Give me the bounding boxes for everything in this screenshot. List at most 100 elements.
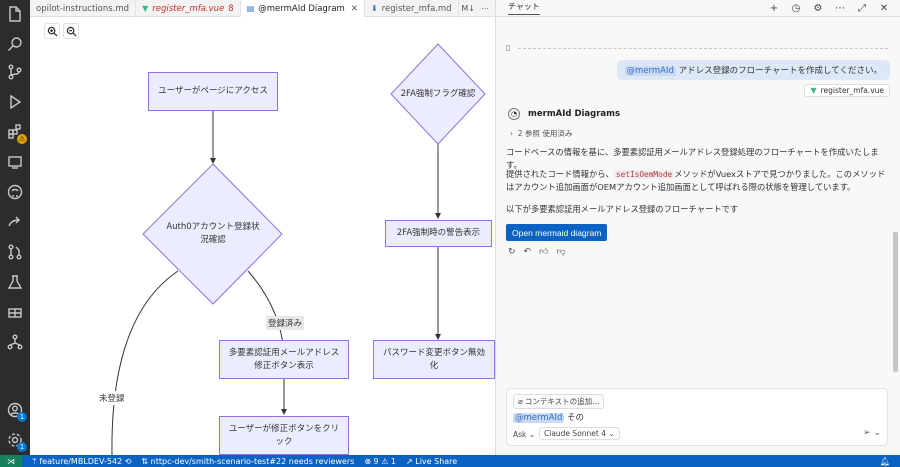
thumbs-down-icon[interactable]: 👎︎ (556, 247, 566, 257)
open-mermaid-button[interactable]: Open mermaid diagram (506, 224, 608, 241)
docker-icon[interactable] (5, 302, 25, 322)
model-picker[interactable]: Claude Sonnet 4 ⌄ (539, 427, 620, 440)
response-paragraph-1: コードベースの情報を基に、多要素認証用メールアドレス登録処理のフローチャートを作… (506, 147, 879, 171)
accounts-badge: 1 (17, 412, 27, 422)
pull-request-status[interactable]: ⇅ nttpc-dev/smith-scenario-test#22 needs… (141, 457, 354, 466)
edge-unregistered (111, 270, 179, 455)
branch-name: feature/MBLDEV-542 (39, 456, 123, 466)
chat-toolbar: + ◷ ⚙ ⋯ ⤢ ✕ (768, 3, 900, 14)
tab-register-mfa-vue[interactable]: ▼ register_mfa.vue 8 (136, 0, 241, 17)
retry-icon[interactable]: ↻ (508, 247, 516, 257)
panel-sash[interactable] (495, 0, 496, 455)
diagram-canvas (111, 43, 486, 455)
feedback-actions: ↻ ↶ 👍︎ 👎︎ (508, 247, 566, 257)
node-user-click: ユーザーが修正ボタンをクリック (219, 416, 349, 455)
maximize-icon[interactable]: ⤢ (858, 2, 866, 14)
settings-gear-icon[interactable]: 1 (5, 430, 27, 452)
live-share-icon[interactable] (5, 212, 25, 232)
tab-label: register_mfa.vue (152, 3, 225, 14)
chat-input-box[interactable]: ⌀ コンテキストの追加... @mermAId その Ask ⌄ Claude … (506, 388, 888, 446)
chat-title: チャット (508, 1, 540, 15)
search-icon[interactable] (5, 34, 25, 54)
paperclip-icon: ⌀ (518, 397, 525, 406)
send-icon[interactable]: ➢ ⌄ (863, 428, 881, 438)
attached-file-name: register_mfa.vue (820, 86, 884, 95)
user-message-text: アドレス登録のフローチャートを作成してください。 (675, 66, 882, 76)
user-message: @mermAId アドレス登録のフローチャートを作成してください。 (616, 60, 890, 80)
new-chat-icon[interactable]: + (769, 2, 779, 14)
status-bar: ⋊ ᛘ feature/MBLDEV-542 ⟲ ⇅ nttpc-dev/smi… (0, 455, 900, 467)
explorer-icon[interactable] (5, 4, 25, 24)
source-control-icon[interactable] (5, 62, 25, 82)
settings-icon[interactable]: ⚙ (813, 2, 823, 14)
extensions-icon[interactable]: ⚠ (5, 122, 27, 144)
response-paragraph-3: 以下が多要素認証用メールアドレス登録のフローチャートです (506, 204, 739, 214)
tab-label: opilot-instructions.md (36, 3, 130, 14)
testing-icon[interactable] (5, 272, 25, 292)
mode-picker[interactable]: Ask ⌄ (513, 430, 536, 439)
undo-icon[interactable]: ↶ (523, 247, 532, 257)
para2-text-b: メソッドがVuexストアで見つかりました。このメソッドはアカウント追加画面がOE… (506, 169, 886, 193)
notifications-bell-icon[interactable]: 🔔︎ (879, 456, 890, 466)
chat-panel: チャット + ◷ ⚙ ⋯ ⤢ ✕ ▯ @mermAId アドレス登録のフローチャ… (496, 0, 900, 455)
remote-explorer-icon[interactable] (5, 152, 25, 172)
close-tab-icon[interactable]: ✕ (350, 3, 358, 14)
thumbs-up-icon[interactable]: 👍︎ (539, 247, 549, 257)
markdown-preview-icon[interactable]: M↓ (461, 3, 475, 13)
pull-request-label: nttpc-dev/smith-scenario-test#22 needs r… (150, 456, 355, 466)
more-actions-icon[interactable]: ⋯ (481, 3, 489, 13)
node-mfa-fix-button: 多要素認証用メールアドレス修正ボタン表示 (219, 340, 349, 379)
node-access: ユーザーがページにアクセス (148, 72, 278, 111)
tab-mermaid-diagram[interactable]: ▤ @mermAId Diagram ✕ (240, 0, 365, 17)
chat-header: チャット + ◷ ⚙ ⋯ ⤢ ✕ (496, 0, 900, 17)
agent-avatar-icon: ◔ (508, 108, 520, 120)
sync-icon: ⟲ (124, 456, 132, 466)
auth0-check-diamond (142, 163, 283, 305)
edge-label-unregistered: 未登録 (97, 391, 127, 405)
preview-icon: ▤ (246, 4, 255, 13)
editor-tab-bar: opilot-instructions.md ▼ register_mfa.vu… (30, 0, 495, 17)
activity-bar: ⚠ 1 1 (0, 0, 30, 455)
chat-input-field[interactable]: @mermAId その (513, 411, 584, 423)
add-context-button[interactable]: ⌀ コンテキストの追加... (513, 394, 605, 409)
live-share-label: Live Share (415, 456, 458, 466)
remote-indicator-icon[interactable]: ⋊ (0, 455, 22, 467)
references-toggle[interactable]: › 2 参照 使用済み (510, 128, 572, 139)
live-share-status[interactable]: ↗ Live Share (406, 457, 457, 466)
tab-error-count: 8 (228, 3, 234, 14)
graph-icon[interactable] (5, 332, 25, 352)
inline-code: setIsOemMode (613, 170, 675, 179)
tab-register-mfa-md[interactable]: ⬇ register_mfa.md (365, 0, 459, 17)
zoom-out-icon[interactable] (63, 23, 79, 39)
history-icon[interactable]: ◷ (791, 2, 801, 14)
run-debug-icon[interactable] (5, 92, 25, 112)
edge-label-registered: 登録済み (266, 316, 305, 330)
settings-badge: 1 (17, 442, 27, 452)
accounts-icon[interactable]: 1 (5, 400, 27, 422)
pull-requests-icon[interactable] (5, 242, 25, 262)
node-warning: 2FA強制時の警告表示 (385, 220, 492, 247)
checkpoint-icon[interactable]: ▯ (506, 43, 511, 52)
github-icon[interactable] (5, 182, 25, 202)
live-share-icon: ↗ (406, 456, 416, 466)
vue-file-icon: ▼ (142, 4, 149, 13)
checkpoint-divider (518, 48, 888, 49)
attached-file-chip[interactable]: ▼register_mfa.vue (804, 84, 890, 97)
agent-header: ◔ mermAId Diagrams (508, 108, 620, 120)
mermaid-diagram-editor: ユーザーがページにアクセス Auth0アカウント登録状況確認 多要素認証用メール… (30, 17, 495, 455)
chevron-right-icon: › (510, 129, 518, 138)
branch-status[interactable]: ᛘ feature/MBLDEV-542 ⟲ (32, 457, 131, 466)
pull-request-icon: ⇅ (141, 456, 151, 466)
chat-scrollbar[interactable] (893, 232, 898, 372)
user-mention: @mermAId (624, 66, 676, 76)
para2-text-a: 提供されたコード情報から、 (506, 169, 614, 179)
vue-file-icon: ▼ (810, 86, 817, 95)
zoom-in-icon[interactable] (44, 23, 60, 39)
node-password-disable: パスワード変更ボタン無効化 (373, 340, 495, 379)
editor-actions: M↓ ⋯ (461, 0, 495, 16)
tab-copilot-instructions[interactable]: opilot-instructions.md (30, 0, 137, 17)
more-actions-icon[interactable]: ⋯ (835, 2, 845, 14)
close-panel-icon[interactable]: ✕ (879, 2, 889, 14)
problems-status[interactable]: ⊗ 9 ⚠ 1 (364, 456, 396, 466)
